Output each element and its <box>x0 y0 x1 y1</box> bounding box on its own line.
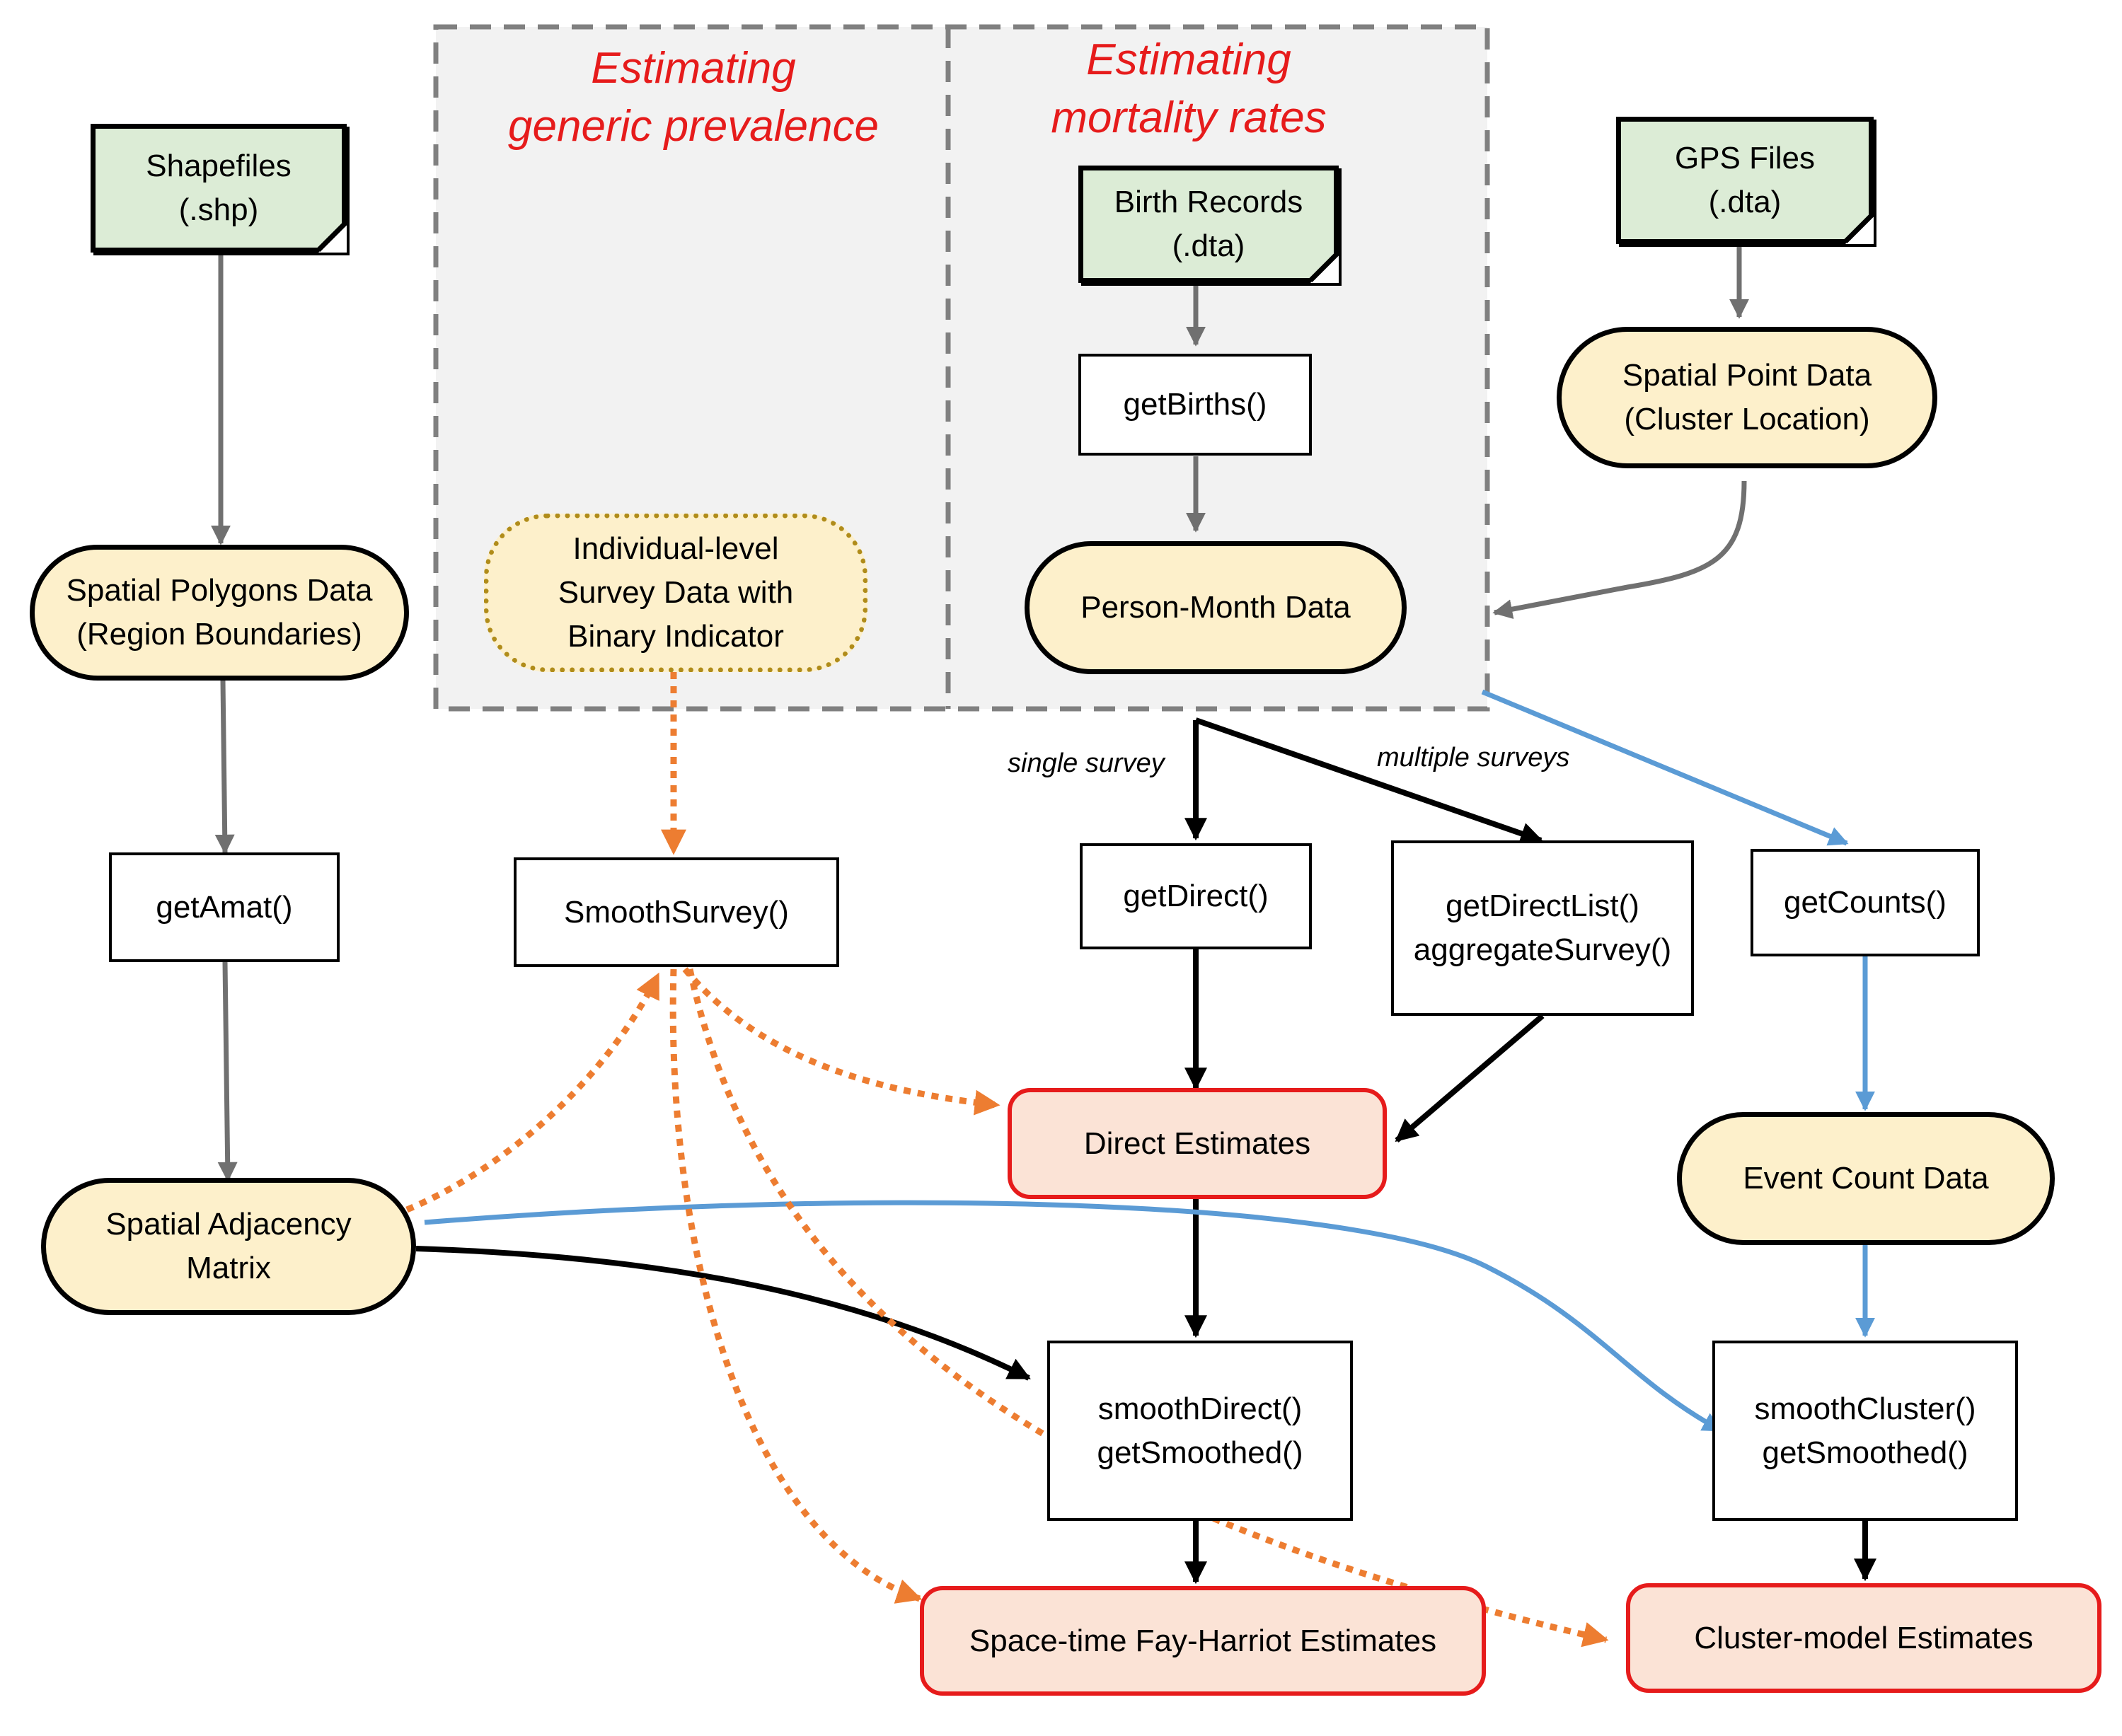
folded-corner-icon <box>1310 255 1339 283</box>
direct-estimates-node: Direct Estimates <box>1008 1088 1387 1199</box>
multiple-surveys-label: multiple surveys <box>1377 743 1570 772</box>
edge-panel-to-getdirectlist <box>1194 717 1544 845</box>
node-label-line: Individual-level <box>572 531 779 566</box>
single-survey-label: single survey <box>1008 748 1165 778</box>
node-label-line: Spatial Point Data <box>1622 358 1872 393</box>
get-direct-node: getDirect() <box>1080 843 1312 949</box>
folded-corner-icon <box>318 224 347 253</box>
node-label-line: Survey Data with <box>558 575 794 610</box>
smooth-cluster-node: smoothCluster() getSmoothed() <box>1712 1341 2018 1521</box>
node-label-line: Shapefiles <box>146 149 292 183</box>
smooth-direct-node: smoothDirect() getSmoothed() <box>1047 1341 1353 1521</box>
title-line: Estimating <box>591 44 796 93</box>
cluster-model-estimates-node: Cluster-model Estimates <box>1626 1583 2101 1693</box>
prevalence-panel-title: Estimating generic prevalence <box>481 40 906 156</box>
node-label-line: aggregateSurvey() <box>1413 932 1672 967</box>
node-label-line: Cluster-model Estimates <box>1694 1620 2034 1655</box>
edge-getdirectlist-to-direct <box>1395 1013 1545 1143</box>
shapefiles-node: Shapefiles (.shp) <box>91 124 347 253</box>
edge-spatialpoint-to-panel <box>1492 480 1747 620</box>
mortality-panel-title: Estimating mortality rates <box>976 31 1401 147</box>
node-label-line: Spatial Polygons Data <box>66 573 373 608</box>
get-counts-node: getCounts() <box>1751 849 1980 956</box>
node-label-line: getCounts() <box>1784 885 1947 920</box>
fay-harriot-estimates-node: Space-time Fay-Harriot Estimates <box>920 1586 1486 1696</box>
node-label-line: Direct Estimates <box>1083 1125 1311 1161</box>
spatial-polygons-node: Spatial Polygons Data (Region Boundaries… <box>30 545 409 681</box>
edge-smoothsurvey-to-direct <box>682 967 1001 1116</box>
node-label-line: getAmat() <box>156 889 293 925</box>
gps-files-node: GPS Files (.dta) <box>1616 117 1874 244</box>
node-label-line: Birth Records <box>1114 185 1303 219</box>
person-month-node: Person-Month Data <box>1025 541 1407 674</box>
event-count-node: Event Count Data <box>1677 1112 2055 1245</box>
get-direct-list-node: getDirectList() aggregateSurvey() <box>1391 840 1694 1016</box>
edge-smoothsurvey-to-cluster <box>686 968 1609 1648</box>
node-label-line: Spatial Adjacency <box>105 1207 352 1242</box>
get-amat-node: getAmat() <box>109 852 340 962</box>
node-label-line: Space-time Fay-Harriot Estimates <box>969 1623 1437 1658</box>
edge-adjacency-to-smoothcluster <box>424 1200 1723 1433</box>
get-births-node: getBirths() <box>1078 354 1312 456</box>
node-label-line: getDirectList() <box>1446 889 1639 923</box>
smooth-survey-node: SmoothSurvey() <box>514 857 839 967</box>
edge-adjacency-to-smoothsurvey <box>405 972 662 1213</box>
node-label-line: (.dta) <box>1172 228 1245 263</box>
node-label-line: getSmoothed() <box>1097 1435 1303 1470</box>
edge-panel-to-getcounts <box>1481 689 1849 846</box>
node-label-line: Binary Indicator <box>567 619 784 654</box>
node-label-line: smoothDirect() <box>1097 1391 1303 1426</box>
node-label-line: getBirths() <box>1123 387 1267 422</box>
node-label-line: Matrix <box>186 1251 271 1285</box>
node-label-line: (.dta) <box>1708 185 1782 219</box>
title-line: generic prevalence <box>508 102 879 151</box>
node-label-line: Person-Month Data <box>1080 590 1351 625</box>
edge-adjacency-to-smoothdirect <box>415 1246 1031 1381</box>
node-label-line: (.shp) <box>178 192 259 227</box>
edge-polygons-to-getamat <box>214 680 235 855</box>
folded-corner-icon <box>1845 216 1874 244</box>
birth-records-node: Birth Records (.dta) <box>1078 166 1339 283</box>
title-line: Estimating <box>1086 35 1291 84</box>
node-label-line: smoothCluster() <box>1754 1391 1976 1426</box>
node-label-line: GPS Files <box>1674 141 1816 175</box>
title-line: mortality rates <box>1051 93 1327 142</box>
node-label-line: Event Count Data <box>1743 1161 1989 1196</box>
node-label-line: SmoothSurvey() <box>564 894 789 930</box>
individual-survey-node: Individual-level Survey Data with Binary… <box>484 514 867 672</box>
node-label-line: (Region Boundaries) <box>76 617 362 652</box>
edge-smoothsurvey-to-fayharriot <box>669 968 923 1604</box>
node-label-line: getSmoothed() <box>1762 1435 1968 1470</box>
spatial-point-node: Spatial Point Data (Cluster Location) <box>1557 327 1937 468</box>
node-label-line: getDirect() <box>1123 879 1269 913</box>
edge-getamat-to-adjacency <box>217 961 238 1182</box>
spatial-adjacency-node: Spatial Adjacency Matrix <box>41 1178 416 1315</box>
node-label-line: (Cluster Location) <box>1624 402 1870 436</box>
